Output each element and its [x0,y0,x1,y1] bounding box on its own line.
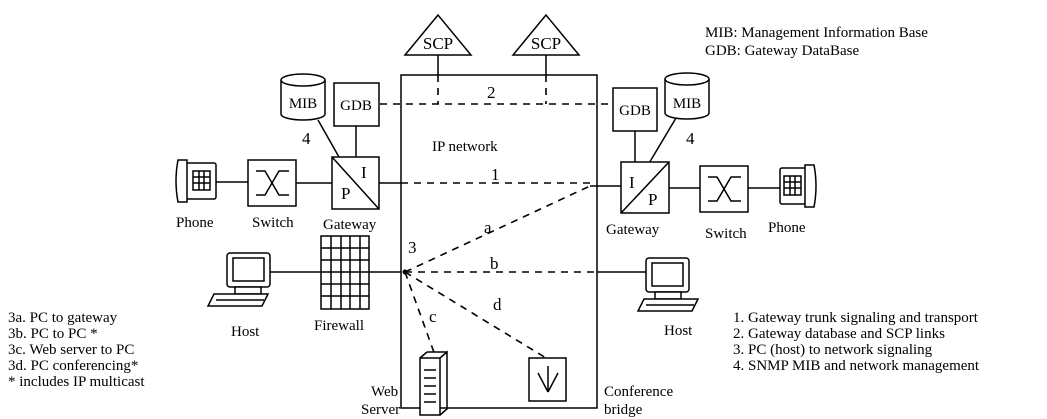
phone-left-label: Phone [176,215,214,231]
scp-right-label: SCP [531,34,561,53]
ip-network-label: IP network [432,139,498,155]
legend-left-item: 3a. PC to gateway [8,310,118,326]
legend-right-item: 1. Gateway trunk signaling and transport [733,310,979,326]
mib-right-icon: MIB [664,72,710,120]
host-left-icon [206,252,271,307]
legend-left-item: 3c. Web server to PC [8,342,134,358]
legend-right: 1. Gateway trunk signaling and transport… [733,310,980,374]
link-3-label: 3 [408,238,417,257]
gateway-right-label: Gateway [606,222,660,238]
switch-right [699,165,749,213]
link-4-right-label: 4 [686,129,695,148]
scp-left-label: SCP [423,34,453,53]
scp-left: SCP [403,13,473,56]
host-right-label: Host [664,323,693,339]
gateway-left-p: P [341,184,350,203]
legend-gdb: GDB: Gateway DataBase [705,43,859,59]
legend-left: 3a. PC to gateway 3b. PC to PC * 3c. Web… [8,310,145,390]
link-3d [404,271,547,359]
firewall-label: Firewall [314,318,364,334]
gateway-left-label: Gateway [323,217,377,233]
conference-label-2: bridge [604,402,643,418]
web-server-label-2: Server [361,402,400,418]
legend-right-item: 2. Gateway database and SCP links [733,326,945,342]
gdb-left-label: GDB [340,98,372,114]
link-3c [404,271,437,359]
gateway-right: I P [620,161,670,214]
scp-right: SCP [511,13,581,56]
gateway-left: I P [331,156,380,210]
gateway-left-i: I [361,163,367,182]
host-right-icon [636,257,700,312]
conference-bridge-icon [528,357,567,402]
link-3d-label: d [493,295,502,314]
legend-left-item: 3b. PC to PC * [8,326,98,342]
mib-left-icon: MIB [280,73,326,121]
gdb-left [333,82,380,127]
legend-left-item: * includes IP multicast [8,374,145,390]
link-1-label: 1 [491,165,500,184]
mib-left-label: MIB [289,96,317,112]
link-3c-label: c [429,307,437,326]
web-server-label-1: Web [371,384,398,400]
phone-left-icon [175,159,217,203]
phone-right-icon [779,164,817,208]
link-3a [404,185,591,273]
gateway-right-p: P [648,190,657,209]
legend-right-item: 4. SNMP MIB and network management [733,358,980,374]
mib-right-label: MIB [673,96,701,112]
legend-left-item: 3d. PC conferencing* [8,358,138,374]
gateway-right-i: I [629,173,635,192]
switch-left-label: Switch [252,215,294,231]
switch-right-label: Switch [705,226,747,242]
host-left-label: Host [231,324,260,340]
web-server-icon [419,350,448,416]
link-4-left-label: 4 [302,129,311,148]
gdb-right-label: GDB [619,103,651,119]
link-3b-label: b [490,254,499,273]
phone-right-label: Phone [768,220,806,236]
firewall-icon [320,235,370,310]
switch-left [247,159,297,207]
link-3a-label: a [484,218,492,237]
gdb-right [612,87,658,132]
conference-label-1: Conference [604,384,673,400]
legend-right-item: 3. PC (host) to network signaling [733,342,933,358]
legend-mib: MIB: Management Information Base [705,25,928,41]
link-2-label: 2 [487,83,496,102]
